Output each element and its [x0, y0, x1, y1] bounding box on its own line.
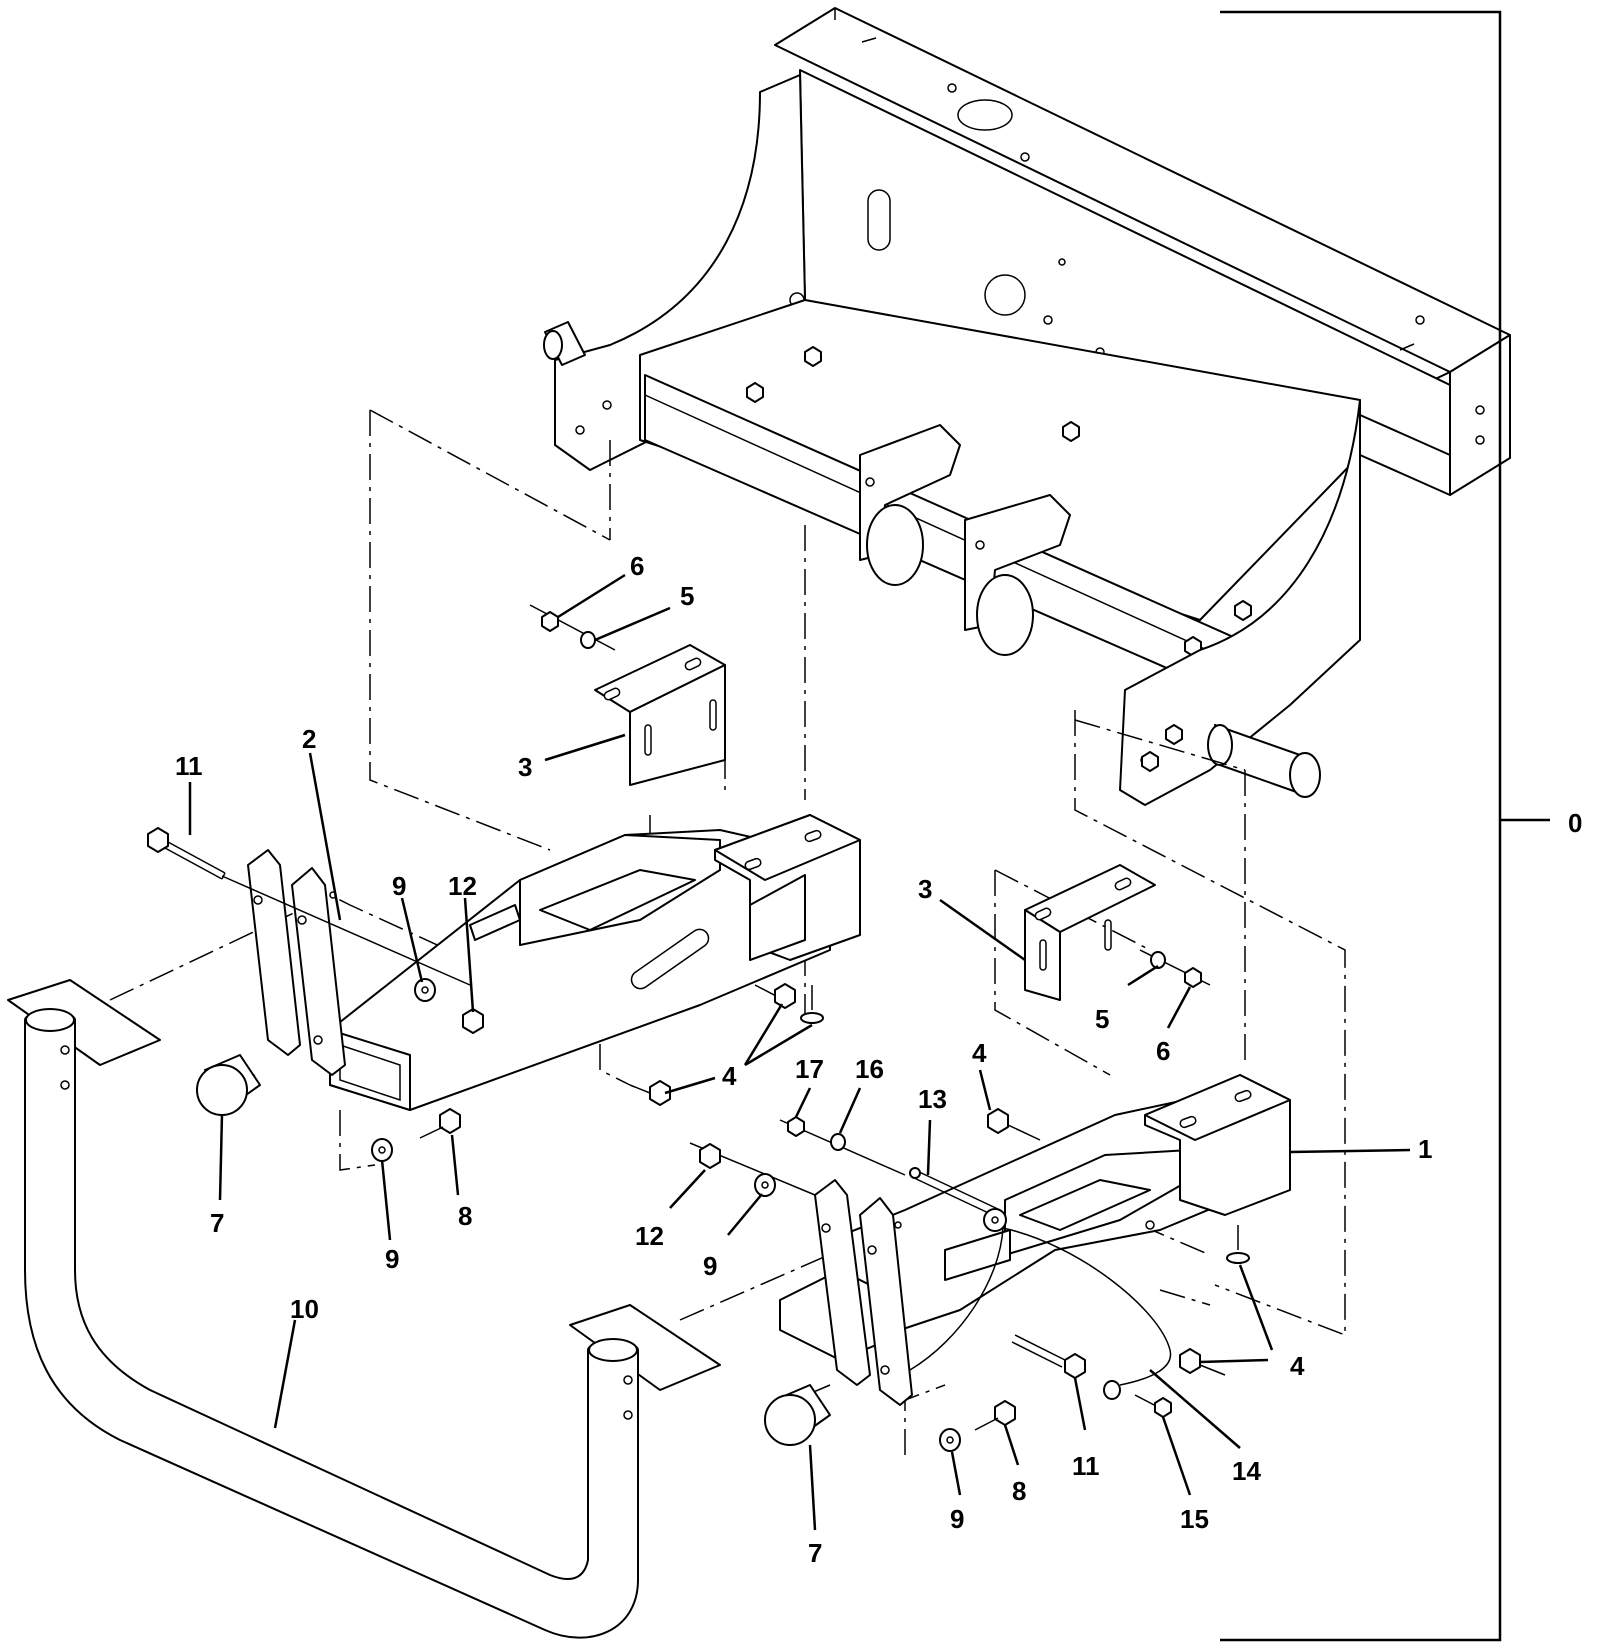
callout-7-left: 7 [210, 1208, 224, 1238]
bolt-long-left [147, 827, 471, 986]
callout-3-right: 3 [918, 874, 932, 904]
callout-14: 14 [1232, 1456, 1261, 1486]
callout-4-right-upper: 4 [972, 1038, 987, 1068]
nut-washer-upper [529, 604, 616, 651]
foot-bar [7, 979, 721, 1639]
nut-washer-right-lower [689, 1142, 816, 1197]
screws-flange-right [987, 1108, 1250, 1376]
callout-6-upper: 6 [630, 551, 644, 581]
nut-washer-small [779, 1116, 906, 1176]
nut-washer-right [1139, 949, 1211, 988]
callout-12-right: 12 [635, 1221, 664, 1251]
callout-5-right: 5 [1095, 1004, 1109, 1034]
callout-labels: 0 6 5 3 11 2 9 12 4 7 9 8 10 3 5 6 4 17 … [175, 551, 1582, 1568]
front-weldment-right [779, 1074, 1291, 1406]
mount-bracket-right [1024, 864, 1156, 1001]
callout-11-right: 11 [1072, 1451, 1100, 1481]
bumper-cap-right [764, 1384, 831, 1446]
callout-8-left: 8 [458, 1201, 472, 1231]
callout-11-left: 11 [175, 751, 203, 781]
bolt-long-right [1011, 1334, 1086, 1379]
callout-9-right-lower: 9 [950, 1504, 964, 1534]
callout-9-left-upper: 9 [392, 871, 406, 901]
callout-3-upper: 3 [518, 752, 532, 782]
screw-small [1134, 1394, 1172, 1418]
callout-13: 13 [918, 1084, 947, 1114]
assembly-bracket [1220, 10, 1550, 1642]
leader-lines [188, 573, 1411, 1531]
callout-4-right-lower: 4 [1290, 1351, 1305, 1381]
callout-16: 16 [855, 1054, 884, 1084]
front-weldment-left [247, 814, 861, 1111]
callout-4-left: 4 [722, 1061, 737, 1091]
chassis-frame [543, 7, 1511, 806]
callout-7-right: 7 [808, 1538, 822, 1568]
bumper-cap-left [196, 1054, 261, 1116]
bolt-washer-right-lower [939, 1400, 1016, 1452]
callout-15: 15 [1180, 1504, 1209, 1534]
callout-5-upper: 5 [680, 581, 694, 611]
bolt-washer-left-lower [371, 1108, 461, 1162]
callout-9-right-upper: 9 [703, 1251, 717, 1281]
mount-bracket-upper [594, 644, 726, 786]
washer-nut-left [414, 978, 484, 1034]
callout-9-left-lower: 9 [385, 1244, 399, 1274]
callout-1: 1 [1418, 1134, 1432, 1164]
callout-0: 0 [1568, 808, 1582, 838]
pin-and-lanyard [909, 1167, 1172, 1400]
callout-12-left: 12 [448, 871, 477, 901]
callout-6-right: 6 [1156, 1036, 1170, 1066]
callout-17: 17 [795, 1054, 824, 1084]
callout-10: 10 [290, 1294, 319, 1324]
screws-flange-left [629, 983, 824, 1106]
callout-8-right: 8 [1012, 1476, 1026, 1506]
callout-2: 2 [302, 724, 316, 754]
